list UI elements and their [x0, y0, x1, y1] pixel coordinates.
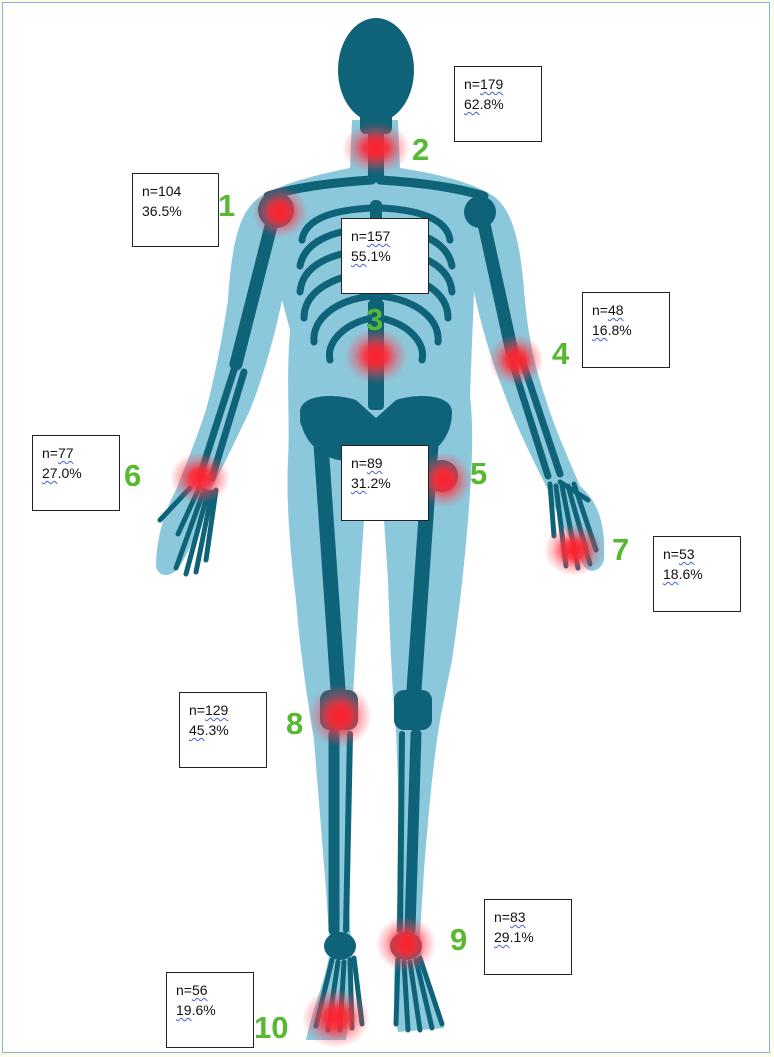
- callout-site-1: n=104 36.5%: [132, 173, 219, 247]
- pain-glow-1: [252, 186, 308, 238]
- callout-site-9: n=83 29.1%: [484, 899, 572, 975]
- pain-glow-4: [488, 334, 544, 386]
- site-label-5: 5: [470, 458, 487, 489]
- callout-site-2: n=179 62.8%: [454, 66, 542, 142]
- callout-site-7: n=53 18.6%: [653, 536, 741, 612]
- callout-site-10: n=56 19.6%: [166, 972, 254, 1048]
- pain-glow-2: [342, 122, 410, 174]
- site-label-3: 3: [366, 304, 383, 335]
- site-label-6: 6: [124, 460, 141, 491]
- callout-site-6: n=77 27.0%: [32, 435, 120, 511]
- callout-site-4: n=48 16.8%: [582, 292, 670, 368]
- skull: [338, 18, 414, 122]
- pain-glow-7: [544, 524, 604, 576]
- site-label-1: 1: [218, 190, 235, 221]
- site-label-9: 9: [450, 924, 467, 955]
- pain-glow-8: [308, 684, 372, 748]
- callout-site-5: n=89 31.2%: [341, 445, 429, 521]
- pain-glow-6: [170, 452, 230, 504]
- pain-glow-10: [302, 988, 370, 1048]
- callout-site-3: n=157 55.1%: [341, 218, 429, 294]
- site-label-8: 8: [286, 708, 303, 739]
- callout-site-8: n=129 45.3%: [179, 692, 267, 768]
- site-label-10: 10: [254, 1012, 288, 1043]
- site-label-2: 2: [412, 134, 429, 165]
- pain-glow-9: [376, 916, 436, 972]
- site-label-7: 7: [612, 534, 629, 565]
- site-label-4: 4: [552, 338, 569, 369]
